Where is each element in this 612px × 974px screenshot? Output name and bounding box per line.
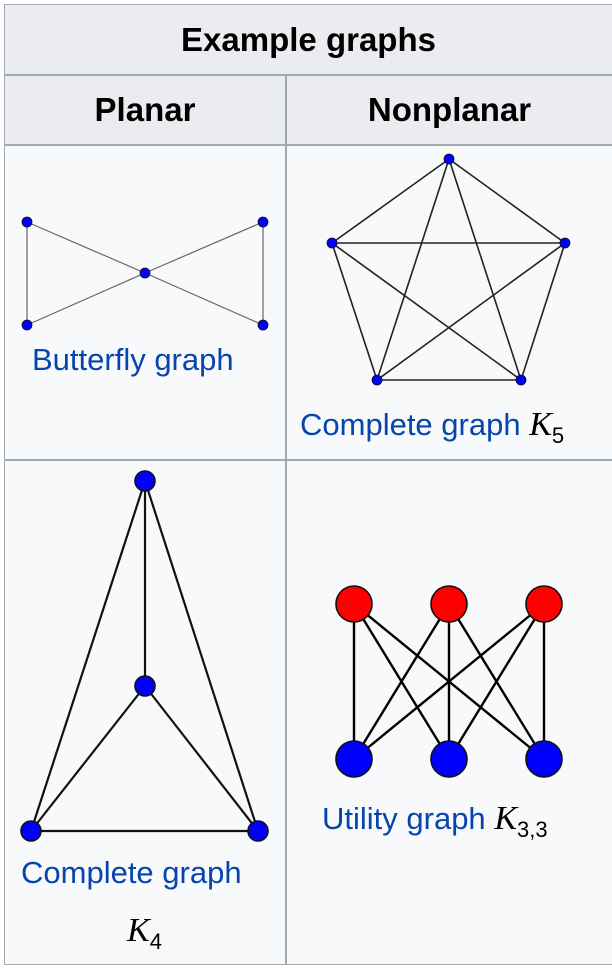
caption-butterfly: Butterfly graph <box>32 342 234 378</box>
math-k4: K4 <box>127 912 162 954</box>
complete-graph-link-k4[interactable]: Complete graph <box>21 855 242 890</box>
graph-edge <box>26 272 146 326</box>
graph-vertex <box>525 585 563 623</box>
graph-vertex <box>21 319 33 331</box>
graph-edge <box>352 603 451 760</box>
graph-edge <box>331 242 378 381</box>
caption-k4-math: K4 <box>127 912 162 955</box>
graph-vertex <box>559 237 571 249</box>
graph-edge <box>376 242 566 381</box>
butterfly-graph-drawing <box>21 216 269 331</box>
utility-graph-link[interactable]: Utility graph <box>322 801 486 836</box>
graph-edge <box>30 685 146 832</box>
math-k33: K3,3 <box>494 800 548 842</box>
graph-edge <box>448 158 566 244</box>
caption-k4-link: Complete graph <box>21 855 242 891</box>
graph-vertex <box>257 319 269 331</box>
graph-edge <box>29 480 147 832</box>
graph-vertex <box>326 237 338 249</box>
graph-edge <box>520 242 566 381</box>
graph-edge <box>447 603 546 760</box>
example-graphs-table: Example graphs Planar Nonplanar <box>4 4 612 965</box>
butterfly-graph-link[interactable]: Butterfly graph <box>32 342 234 377</box>
graph-vertex <box>134 675 156 697</box>
graph-vertex <box>134 470 156 492</box>
graph-vertex <box>21 216 33 228</box>
graph-vertex <box>257 216 269 228</box>
graph-vertex <box>525 740 563 778</box>
graph-edge <box>144 685 259 832</box>
graph-edge <box>144 272 264 326</box>
cell-complete-graph-k5 <box>287 146 612 459</box>
graph-vertex <box>515 374 527 386</box>
graph-vertex <box>335 585 373 623</box>
graph-edge <box>26 221 146 274</box>
complete-graph-link-k5[interactable]: Complete graph <box>300 407 521 442</box>
complete-graph-k5-drawing <box>326 153 571 386</box>
graph-edge <box>331 158 450 244</box>
utility-graph-drawing <box>335 585 563 778</box>
graph-vertex <box>20 820 42 842</box>
graph-vertex <box>443 153 455 165</box>
graph-vertex <box>371 374 383 386</box>
complete-graph-k4-drawing <box>20 470 269 842</box>
column-header-nonplanar: Nonplanar <box>287 76 612 144</box>
caption-k33: Utility graph K3,3 <box>322 800 548 843</box>
graph-edge <box>144 221 264 274</box>
graph-vertex <box>139 267 151 279</box>
graph-edge <box>143 480 260 832</box>
cell-butterfly-graph <box>5 146 285 459</box>
caption-k5: Complete graph K5 <box>300 406 564 449</box>
graph-vertex <box>430 740 468 778</box>
math-k5: K5 <box>529 406 565 448</box>
column-header-planar: Planar <box>5 76 285 144</box>
graph-edge <box>353 603 545 760</box>
graph-edge <box>376 158 450 381</box>
graph-vertex <box>247 820 269 842</box>
graph-vertex <box>335 740 373 778</box>
graph-edge <box>448 158 522 381</box>
table-title: Example graphs <box>5 5 612 74</box>
graph-vertex <box>430 585 468 623</box>
graph-edge <box>331 242 522 381</box>
